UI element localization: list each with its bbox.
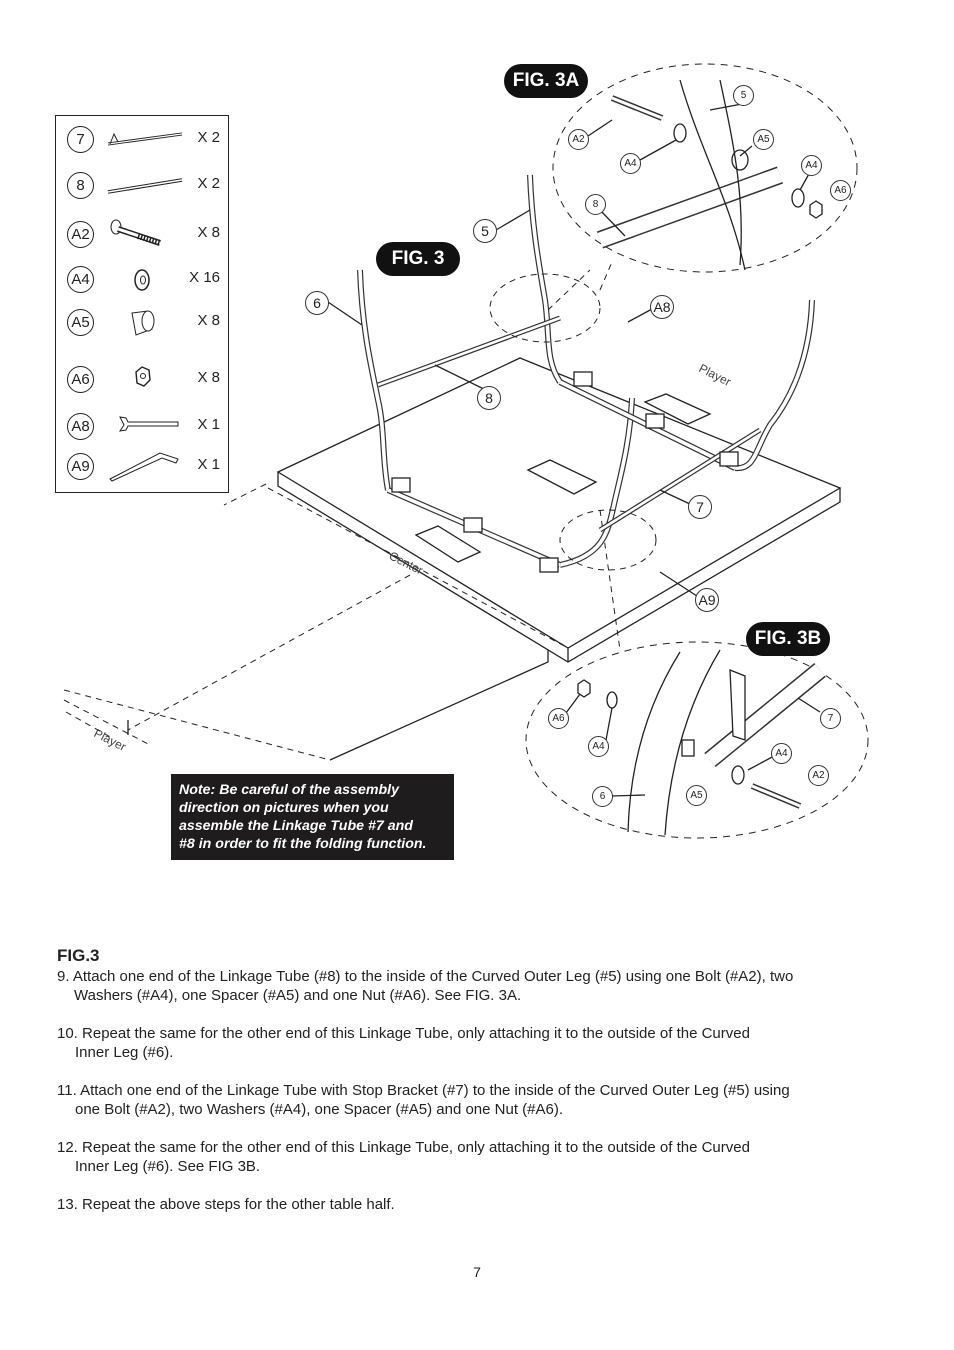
wrench-icon bbox=[118, 416, 179, 432]
part-row-8: 8 X 2 bbox=[56, 172, 228, 202]
fig3a-callout-a5: A5 bbox=[753, 129, 774, 150]
fig3b-callout-7: 7 bbox=[820, 708, 841, 729]
part-row-a6: A6 X 8 bbox=[56, 366, 228, 396]
washer-icon bbox=[134, 269, 150, 291]
fig3a-callout-a4: A4 bbox=[620, 153, 641, 174]
part-qty: X 16 bbox=[189, 269, 220, 286]
fig3a-callout-5: 5 bbox=[733, 85, 754, 106]
note-line: Note: Be careful of the assembly bbox=[179, 782, 399, 798]
part-row-a5: A5 X 8 bbox=[56, 309, 228, 339]
step-text: Washers (#A4), one Spacer (#A5) and one … bbox=[74, 987, 522, 1004]
part-label: 7 bbox=[67, 126, 94, 153]
part-label: A5 bbox=[67, 309, 94, 336]
part-label: 8 bbox=[67, 172, 94, 199]
step-text: 10. Repeat the same for the other end of… bbox=[57, 1025, 750, 1042]
allen-key-icon bbox=[109, 452, 179, 482]
step-12: 12. Repeat the same for the other end of… bbox=[57, 1138, 857, 1176]
page-number: 7 bbox=[473, 1264, 481, 1280]
fig3b-callout-a2: A2 bbox=[808, 765, 829, 786]
fig3b-callout-a5: A5 bbox=[686, 785, 707, 806]
part-row-7: 7 X 2 bbox=[56, 126, 228, 156]
step-text: one Bolt (#A2), two Washers (#A4), one S… bbox=[75, 1101, 564, 1118]
step-text: Inner Leg (#6). bbox=[75, 1044, 174, 1061]
fig-3a-label: FIG. 3A bbox=[504, 64, 588, 98]
fig3a-callout-a4: A4 bbox=[801, 155, 822, 176]
part-qty: X 1 bbox=[197, 456, 220, 473]
part-row-a9: A9 X 1 bbox=[56, 452, 228, 483]
part-label: A6 bbox=[67, 366, 94, 393]
part-row-a2: A2 X 8 bbox=[56, 219, 228, 251]
part-label: A8 bbox=[67, 413, 94, 440]
callout-7: 7 bbox=[688, 495, 712, 519]
step-text: 12. Repeat the same for the other end of… bbox=[57, 1139, 750, 1156]
fig-3-label: FIG. 3 bbox=[376, 242, 460, 276]
step-11: 11. Attach one end of the Linkage Tube w… bbox=[57, 1081, 857, 1119]
callout-a9: A9 bbox=[695, 588, 719, 612]
step-13: 13. Repeat the above steps for the other… bbox=[57, 1195, 857, 1214]
step-text: 9. Attach one end of the Linkage Tube (#… bbox=[57, 968, 794, 985]
parts-list: 7 X 2 8 X 2 A2 X 8 A4 X 16 A5 X 8 A6 X 8… bbox=[55, 115, 229, 493]
section-heading: FIG.3 bbox=[57, 946, 100, 965]
fig3b-callout-a6: A6 bbox=[548, 708, 569, 729]
step-text: 13. Repeat the above steps for the other… bbox=[57, 1196, 395, 1213]
fig3a-callout-a2: A2 bbox=[568, 129, 589, 150]
note-line: direction on pictures when you bbox=[179, 800, 389, 816]
part-qty: X 8 bbox=[197, 312, 220, 329]
part-qty: X 2 bbox=[197, 129, 220, 146]
part-label: A4 bbox=[67, 266, 94, 293]
assembly-note: Note: Be careful of the assembly directi… bbox=[171, 774, 454, 860]
callout-8: 8 bbox=[477, 386, 501, 410]
part-label: A9 bbox=[67, 453, 94, 480]
note-line: #8 in order to fit the folding function. bbox=[179, 836, 427, 852]
part-label: A2 bbox=[67, 221, 94, 248]
bolt-icon bbox=[110, 219, 161, 246]
callout-5: 5 bbox=[473, 219, 497, 243]
fig3b-callout-a4: A4 bbox=[588, 736, 609, 757]
part-qty: X 2 bbox=[197, 175, 220, 192]
step-10: 10. Repeat the same for the other end of… bbox=[57, 1024, 857, 1062]
callout-a8: A8 bbox=[650, 295, 674, 319]
part-qty: X 8 bbox=[197, 224, 220, 241]
part-qty: X 8 bbox=[197, 369, 220, 386]
linkage-tube-with-bracket-icon bbox=[107, 132, 183, 146]
fig3b-callout-6: 6 bbox=[592, 786, 613, 807]
fig3a-callout-a6: A6 bbox=[830, 180, 851, 201]
step-9: 9. Attach one end of the Linkage Tube (#… bbox=[57, 967, 857, 1005]
spacer-icon bbox=[131, 310, 155, 336]
part-qty: X 1 bbox=[197, 416, 220, 433]
step-text: 11. Attach one end of the Linkage Tube w… bbox=[57, 1082, 790, 1099]
nut-icon bbox=[135, 366, 151, 387]
instructions: FIG.3 9. Attach one end of the Linkage T… bbox=[57, 946, 857, 1233]
fig3a-callout-8: 8 bbox=[585, 194, 606, 215]
part-row-a4: A4 X 16 bbox=[56, 266, 228, 296]
step-text: Inner Leg (#6). See FIG 3B. bbox=[75, 1158, 261, 1175]
fig-3b-label: FIG. 3B bbox=[746, 622, 830, 656]
fig3b-callout-a4: A4 bbox=[771, 743, 792, 764]
part-row-a8: A8 X 1 bbox=[56, 413, 228, 443]
linkage-tube-icon bbox=[107, 178, 183, 194]
assembly-diagram bbox=[63, 63, 869, 839]
note-line: assemble the Linkage Tube #7 and bbox=[179, 818, 413, 834]
callout-6: 6 bbox=[305, 291, 329, 315]
